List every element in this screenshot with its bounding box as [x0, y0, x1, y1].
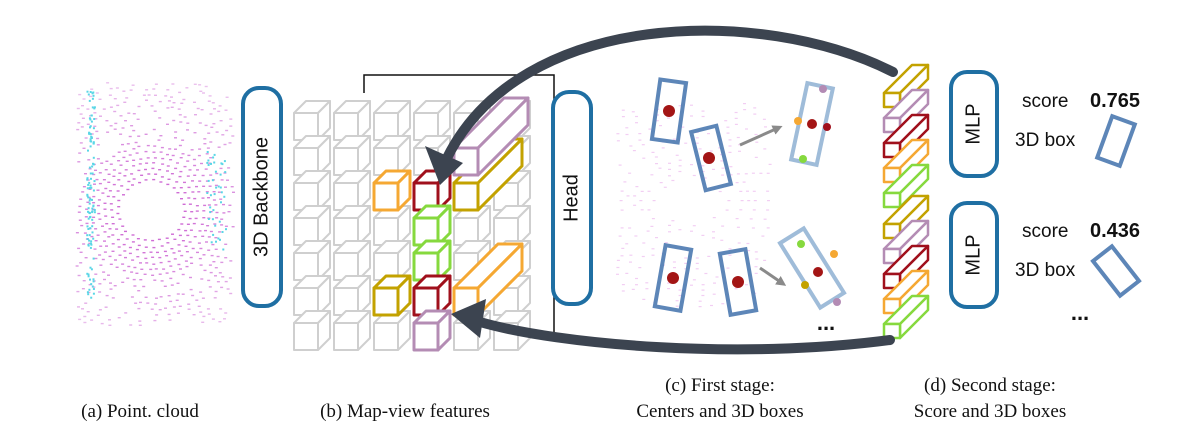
box-label-bottom: 3D box [1015, 260, 1076, 281]
first-stage-box [688, 123, 734, 193]
edge-point [819, 85, 827, 93]
grid-cell [333, 205, 371, 246]
center-point [667, 272, 679, 284]
edge-point [833, 298, 841, 306]
faint-point-cloud [616, 103, 772, 308]
feature-segment [882, 163, 930, 209]
grid-cell [373, 100, 411, 141]
backbone-label: 3D Backbone [250, 137, 272, 257]
head-block: Head [551, 90, 593, 306]
grid-cell [333, 240, 371, 281]
backbone-block: 3D Backbone [241, 86, 283, 308]
box-label-top: 3D box [1015, 130, 1076, 151]
first-stage-boxes [649, 77, 847, 318]
caption-a: (a) Point. cloud [81, 401, 199, 422]
grid-cell [413, 100, 451, 141]
grid-cell [493, 205, 531, 246]
edge-point [797, 240, 805, 248]
mlp-top-label: MLP [962, 103, 984, 144]
caption-c-line2: Centers and 3D boxes [636, 401, 804, 422]
feature-cell-olive [372, 274, 412, 317]
grid-cell [293, 100, 331, 141]
caption-b: (b) Map-view features [320, 401, 490, 422]
output-box-top [1094, 113, 1138, 169]
score-value-bottom: 0.436 [1090, 220, 1140, 242]
grid-cell [293, 135, 331, 176]
grid-cell [293, 205, 331, 246]
center-point [813, 267, 823, 277]
grid-cell [373, 135, 411, 176]
edge-point [830, 250, 838, 258]
feature-stack-bottom [882, 194, 930, 340]
edge-point [794, 117, 802, 125]
center-point [807, 119, 817, 129]
grid-cell [293, 240, 331, 281]
score-value-top: 0.765 [1090, 90, 1140, 112]
feedback-arrow-bottom [475, 317, 895, 355]
feature-cell-maroon [412, 274, 452, 317]
grid-cell [333, 100, 371, 141]
grid-cell [293, 170, 331, 211]
point-cloud [75, 82, 235, 326]
feature-cell-green [412, 204, 452, 247]
grid-cell [333, 275, 371, 316]
refined-box [777, 225, 847, 311]
feedback-arrowhead-bottom [451, 299, 486, 338]
pooled-feature-stacks [882, 63, 930, 340]
feature-cell-purple [412, 309, 452, 352]
score-label-top: score [1022, 91, 1068, 112]
output-box-bottom [1090, 243, 1142, 299]
caption-d-line2: Score and 3D boxes [913, 401, 1067, 422]
feature-stack-top [882, 63, 930, 209]
feature-cell-orange [372, 169, 412, 212]
feedback-arrows [425, 25, 898, 355]
feature-segment [882, 269, 930, 315]
feedback-arrowhead-top [425, 146, 463, 185]
edge-point [801, 281, 809, 289]
center-point [703, 152, 715, 164]
refine-arrow-bottom [759, 266, 787, 286]
grid-cell [373, 205, 411, 246]
grid-cell [333, 135, 371, 176]
grid-cell [333, 170, 371, 211]
first-stage-box [652, 242, 694, 314]
grid-cell [333, 310, 371, 351]
feature-cell-green [412, 239, 452, 282]
mlp-bottom-label: MLP [962, 234, 984, 275]
grid-cell [293, 310, 331, 351]
first-stage-box [649, 77, 689, 145]
edge-point [799, 155, 807, 163]
edge-point [823, 123, 831, 131]
grid-cell [373, 310, 411, 351]
mlp-block-top: MLP [949, 70, 999, 178]
grid-cell [293, 275, 331, 316]
center-point [732, 276, 744, 288]
more-results-ellipsis: ... [1071, 300, 1089, 325]
mlp-block-bottom: MLP [949, 201, 999, 309]
refine-arrow-top [739, 125, 783, 147]
head-label: Head [560, 174, 582, 222]
grid-cell [373, 240, 411, 281]
grid-cell [453, 205, 491, 246]
caption-c-line1: (c) First stage: [665, 375, 775, 396]
first-stage-box [717, 246, 759, 318]
center-point [663, 105, 675, 117]
caption-d-line1: (d) Second stage: [924, 375, 1056, 396]
score-label-bottom: score [1022, 221, 1068, 242]
feedback-arrow-top [442, 25, 898, 163]
more-boxes-ellipsis: ... [817, 310, 835, 335]
feature-segment [882, 294, 930, 340]
